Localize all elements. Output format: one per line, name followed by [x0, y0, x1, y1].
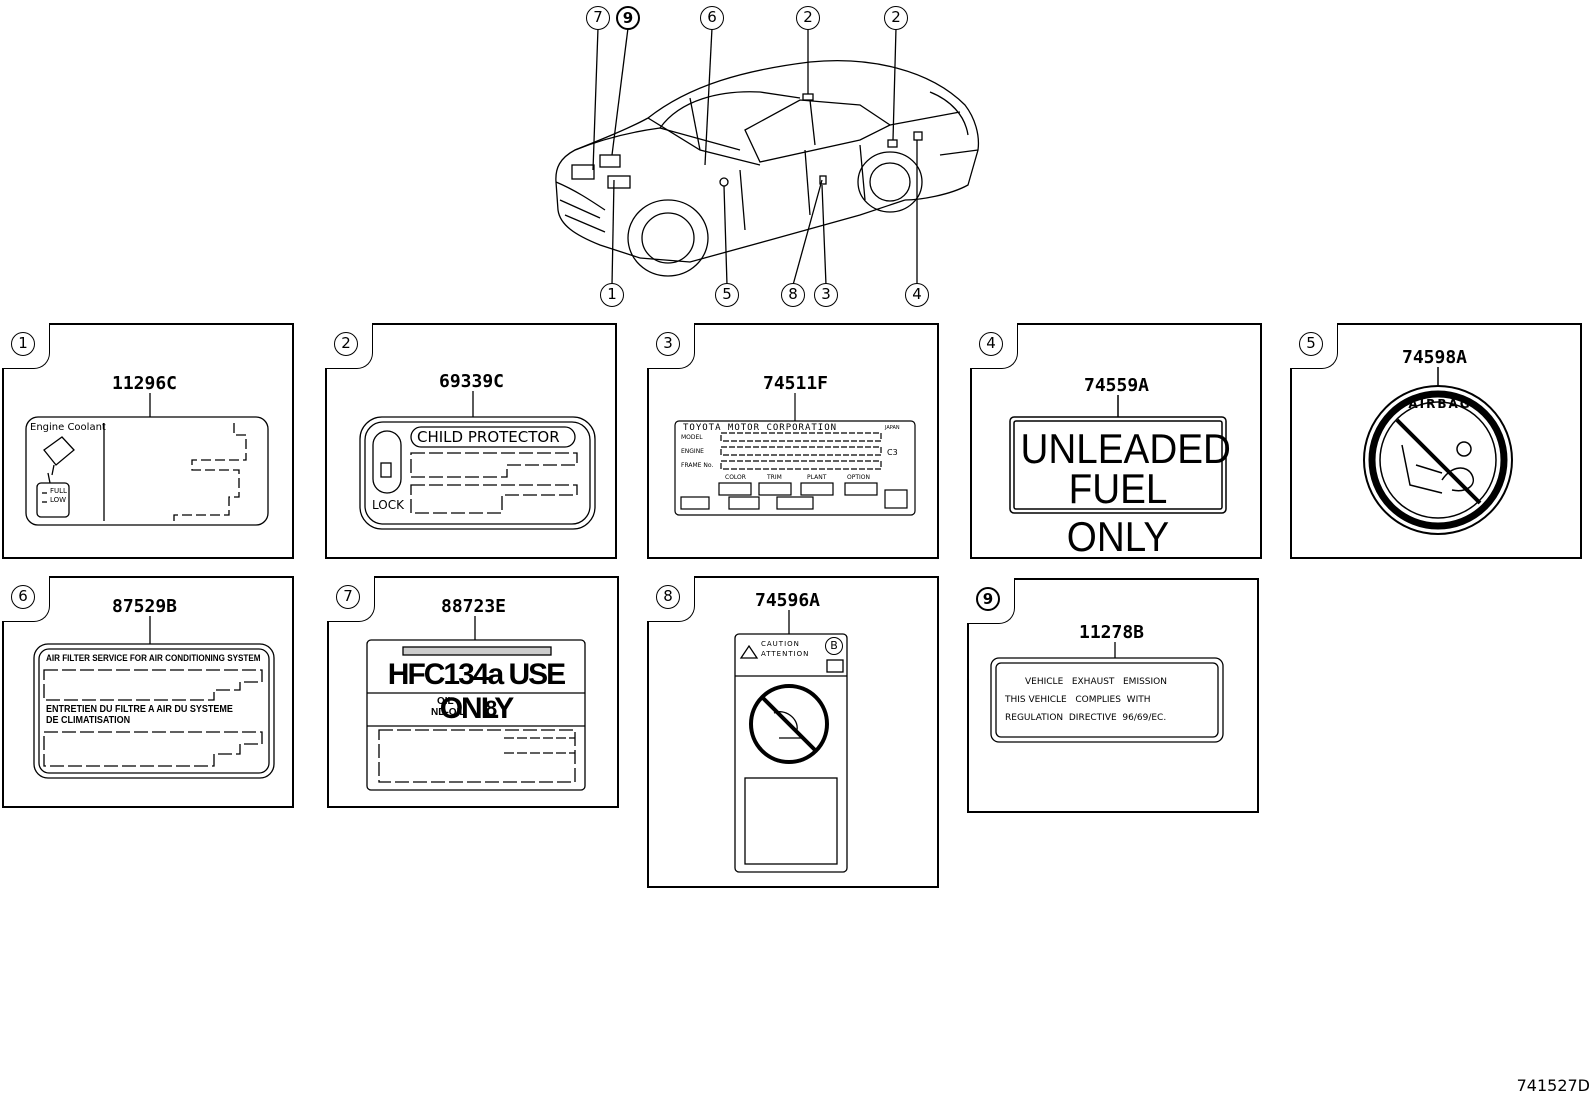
label-b-badge: B — [825, 637, 843, 655]
label-text: ATTENTION — [761, 650, 810, 658]
label-drawing — [359, 391, 596, 530]
label-text: Engine Coolant — [30, 422, 106, 433]
label-panel-7: 7 88723E HFC134a USE ONLY OIL ND-OIL 8 — [327, 576, 619, 808]
callout-2: 2 — [884, 6, 908, 30]
label-text: JAPAN — [885, 425, 900, 431]
part-number: 11278B — [1079, 622, 1145, 643]
label-text: REGULATION DIRECTIVE 96/69/EC. — [1005, 713, 1167, 723]
label-drawing — [734, 610, 848, 873]
label-panel-9: 9 11278B VEHICLE EXHAUST EMISSION THIS V… — [967, 578, 1259, 813]
callout-8: 8 — [781, 283, 805, 307]
label-text: VEHICLE EXHAUST EMISSION — [1025, 677, 1167, 687]
callout-5: 5 — [715, 283, 739, 307]
label-drawing — [1363, 367, 1513, 535]
callout-3: 3 — [814, 283, 838, 307]
label-panel-1: 1 11296C Engine Coolant FULL LOW — [2, 323, 294, 559]
label-drawing — [25, 393, 269, 526]
label-text: ENTRETIEN DU FILTRE A AIR DU SYSTEME — [46, 704, 233, 715]
label-text: LOCK — [372, 498, 404, 512]
index-badge: 8 — [656, 585, 680, 609]
callout-1: 1 — [600, 283, 624, 307]
part-number: 11296C — [112, 373, 178, 394]
label-text: CHILD PROTECTOR — [417, 428, 560, 446]
panel-tab: 3 — [647, 323, 695, 369]
label-panel-3: 3 74511F TOYOTA MOTOR CORPORATION JAPAN … — [647, 323, 939, 559]
label-text: UNLEADED — [1020, 425, 1231, 472]
label-text: C3 — [887, 448, 898, 457]
label-text: 8 — [485, 696, 498, 721]
part-number: 88723E — [441, 596, 507, 617]
index-badge: 4 — [979, 332, 1003, 356]
label-text: COLOR — [725, 474, 746, 481]
callout-4: 4 — [905, 283, 929, 307]
label-text: OPTION — [847, 474, 870, 481]
label-text: OIL — [437, 696, 454, 707]
callout-9: 9 — [616, 6, 640, 30]
index-badge: 6 — [11, 585, 35, 609]
index-badge: 2 — [334, 332, 358, 356]
panel-tab: 1 — [2, 323, 50, 369]
panel-tab: 8 — [647, 576, 695, 622]
index-badge: 9 — [976, 587, 1000, 611]
label-text: FULL — [50, 487, 67, 495]
label-text: AIR FILTER SERVICE FOR AIR CONDITIONING … — [46, 653, 261, 663]
label-text: FUEL ONLY — [1066, 465, 1170, 560]
panel-tab: 4 — [970, 323, 1018, 369]
panel-tab: 5 — [1290, 323, 1338, 369]
callout-6: 6 — [700, 6, 724, 30]
label-text: LOW — [50, 496, 67, 504]
label-text: FRAME No. — [681, 462, 714, 469]
label-drawing — [674, 393, 916, 516]
label-text: DE CLIMATISATION — [46, 715, 131, 726]
label-text: ND-OIL — [431, 707, 466, 718]
car-illustration — [555, 27, 980, 286]
index-badge: 1 — [11, 332, 35, 356]
label-panel-5: 5 74598A AIRBAG — [1290, 323, 1582, 559]
callout-2: 2 — [796, 6, 820, 30]
label-panel-8: 8 74596A CAUTION ATTENTION B — [647, 576, 939, 888]
index-badge: 3 — [656, 332, 680, 356]
label-panel-4: 4 74559A UNLEADED FUEL ONLY — [970, 323, 1262, 560]
label-text: AIRBAG — [1408, 397, 1472, 411]
panel-tab: 9 — [967, 578, 1015, 624]
part-number: 74559A — [1084, 375, 1150, 396]
label-text: MODEL — [681, 434, 703, 441]
callout-7: 7 — [586, 6, 610, 30]
label-panel-2: 2 69339C CHILD PROTECTOR LOCK — [325, 323, 617, 559]
label-panel-6: 6 87529B AIR FILTER SERVICE FOR AIR COND… — [2, 576, 294, 808]
label-drawing — [366, 616, 586, 791]
label-text: HFC134a USE ONLY — [387, 658, 566, 725]
part-number: 74596A — [755, 590, 821, 611]
panel-tab: 6 — [2, 576, 50, 622]
part-number: 74511F — [763, 373, 829, 394]
label-drawing — [33, 616, 275, 779]
label-text: PLANT — [807, 474, 827, 481]
label-text: ENGINE — [681, 448, 704, 455]
part-number: 69339C — [439, 371, 505, 392]
index-badge: 5 — [1299, 332, 1323, 356]
car-overview: 7 9 6 2 2 1 5 8 3 4 — [0, 0, 1592, 310]
label-text: TRIM — [767, 474, 782, 481]
label-text: TOYOTA MOTOR CORPORATION — [683, 423, 838, 433]
panel-tab: 2 — [325, 323, 373, 369]
label-drawing — [1009, 395, 1227, 514]
part-number: 74598A — [1402, 347, 1468, 368]
label-text: THIS VEHICLE COMPLIES WITH — [1005, 695, 1151, 705]
label-text: CAUTION — [761, 640, 800, 648]
index-badge: 7 — [336, 585, 360, 609]
part-number: 87529B — [112, 596, 178, 617]
panel-tab: 7 — [327, 576, 375, 622]
diagram-code: 741527D — [1516, 1076, 1590, 1095]
label-drawing — [990, 642, 1224, 743]
